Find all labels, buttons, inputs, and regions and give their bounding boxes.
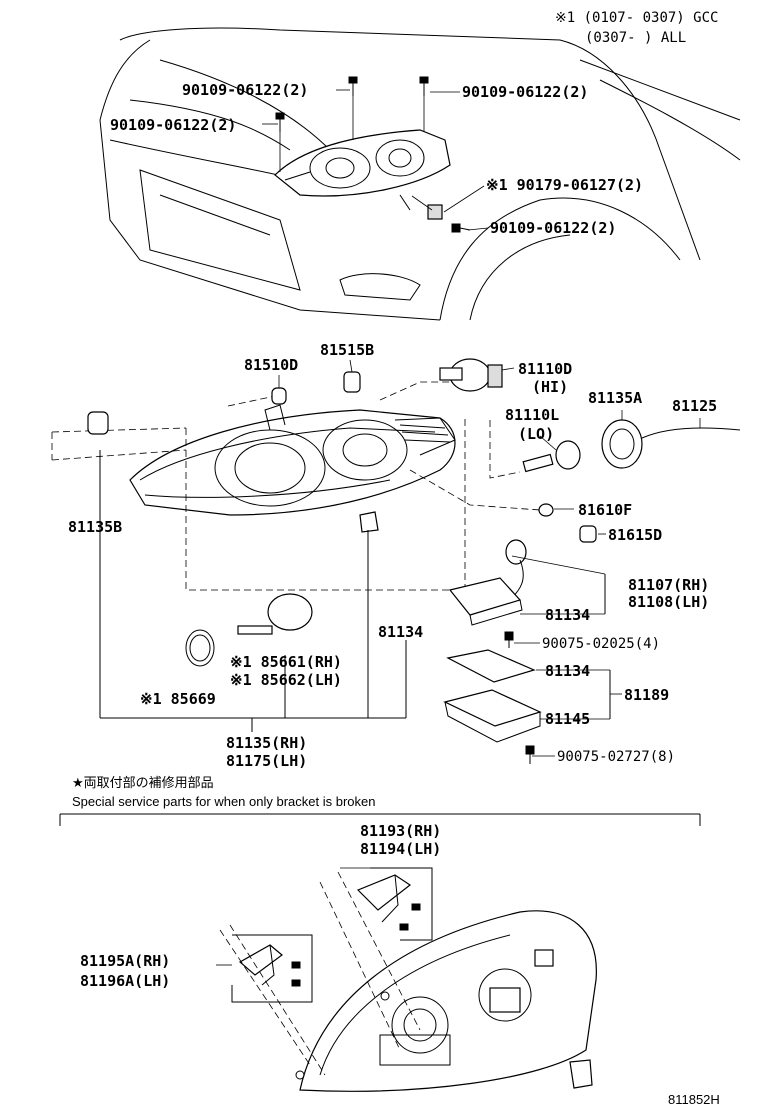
label-81108: 81108(LH) (628, 593, 709, 611)
label-81134-gasket: 81134 (545, 662, 590, 680)
bracket-note-jp: ★両取付部の補修用部品 (72, 775, 214, 790)
bulb-81110L-icon (522, 440, 581, 473)
label-81194: 81194(LH) (360, 840, 441, 858)
socket-81135A-icon (601, 419, 643, 469)
bracket-81195A-icon (238, 944, 301, 987)
cover-81145-icon (443, 689, 542, 743)
socket-81515B-icon (343, 371, 361, 393)
ballast-81134-icon (448, 577, 523, 626)
label-90075-a: 90075-02025(4) (542, 636, 660, 652)
label-81193: 81193(RH) (360, 822, 441, 840)
label-81510D: 81510D (244, 356, 298, 374)
bolt-icon (275, 112, 285, 132)
legend-line-1: ※1 (0107- 0307) GCC (555, 10, 718, 26)
o-ring-85669-icon (185, 629, 215, 667)
label-81189: 81189 (624, 686, 669, 704)
label-81134-housing: 81134 (378, 623, 423, 641)
bolt-icon (451, 223, 471, 233)
label-90179: ※1 90179-06127(2) (486, 176, 643, 194)
label-81107: 81107(RH) (628, 576, 709, 594)
cable-81125-icon (641, 427, 741, 439)
label-81110D: 81110D (518, 360, 572, 378)
label-81610F: 81610F (578, 501, 632, 519)
label-81110D-hi: (HI) (532, 378, 568, 396)
label-81110L-lo: (LO) (518, 425, 554, 443)
screw-icon (504, 631, 514, 648)
figure-id: 811852H (668, 1092, 720, 1107)
bolt-icon (419, 76, 429, 96)
bolt-icon (348, 76, 358, 96)
label-81615D: 81615D (608, 526, 662, 544)
gasket-81134-icon (446, 649, 536, 683)
label-81196A: 81196A(LH) (80, 972, 170, 990)
label-85661: ※1 85661(RH) (230, 653, 342, 671)
bulb-81510D-icon (271, 387, 287, 405)
label-81134-ballast: 81134 (545, 606, 590, 624)
legend-line-2: (0307- ) ALL (585, 30, 686, 46)
label-81135A: 81135A (588, 389, 642, 407)
label-90109-c: 90109-06122(2) (110, 116, 236, 134)
bracket-81193-icon (356, 874, 421, 931)
label-90109-d: 90109-06122(2) (490, 219, 616, 237)
bulb-81110D-icon (439, 358, 503, 392)
label-81145: 81145 (545, 710, 590, 728)
screw-icon (525, 745, 535, 764)
label-85669: ※1 85669 (140, 690, 216, 708)
car-front-illustration (99, 27, 741, 321)
label-81515B: 81515B (320, 341, 374, 359)
label-81110L: 81110L (505, 406, 559, 424)
label-90075-b: 90075-02727(8) (557, 749, 675, 765)
bulb-85661-icon (237, 593, 313, 635)
label-90109-a: 90109-06122(2) (182, 81, 308, 99)
label-81135B: 81135B (68, 518, 122, 536)
label-81175: 81175(LH) (226, 752, 307, 770)
label-81125: 81125 (672, 397, 717, 415)
label-81135: 81135(RH) (226, 734, 307, 752)
socket-81615D-icon (579, 525, 597, 543)
headlamp-rear-view (295, 910, 597, 1092)
label-85662: ※1 85662(LH) (230, 671, 342, 689)
bracket-note-en: Special service parts for when only brac… (72, 794, 375, 809)
grommet-81135B-icon (87, 411, 109, 435)
bulb-81610F-icon (538, 503, 554, 517)
label-81195A: 81195A(RH) (80, 952, 170, 970)
clip-icon (427, 204, 443, 220)
headlamp-assembly (129, 404, 456, 533)
label-90109-b: 90109-06122(2) (462, 83, 588, 101)
